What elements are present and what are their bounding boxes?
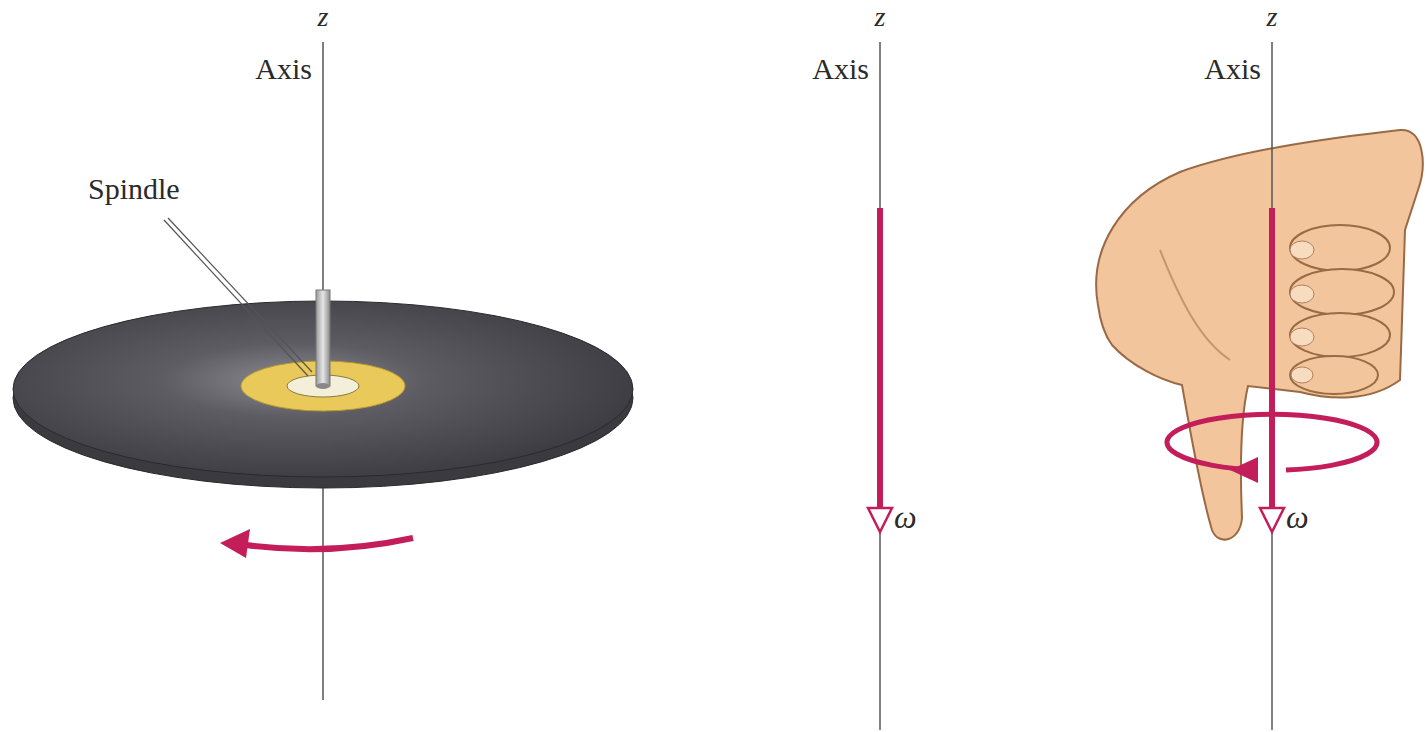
axis-label: Axis xyxy=(255,52,312,85)
vector-head xyxy=(868,508,892,532)
spindle-base xyxy=(316,383,330,389)
fingernail xyxy=(1290,285,1314,303)
leader-line xyxy=(168,218,312,372)
axis-name: z xyxy=(318,2,329,33)
finger xyxy=(1290,269,1394,315)
angular-velocity-vector xyxy=(1269,208,1275,508)
axis-line xyxy=(322,480,324,700)
vector-symbol: ω⃗ xyxy=(1286,500,1333,535)
fingernail xyxy=(1290,241,1314,259)
vector-symbol: ω⃗ xyxy=(894,500,941,535)
axis-label: Axis xyxy=(812,52,869,85)
finger xyxy=(1290,313,1390,357)
arrow-head xyxy=(220,529,250,558)
part-label: Spindle xyxy=(88,172,180,205)
vector-head xyxy=(1260,508,1284,532)
finger xyxy=(1290,225,1390,271)
arrow-head xyxy=(1230,457,1258,483)
spindle xyxy=(316,290,330,386)
axis-line xyxy=(1271,42,1273,730)
rotation-arrow xyxy=(246,538,413,549)
axis-label: Axis xyxy=(1204,52,1261,85)
fingernail xyxy=(1291,367,1313,383)
hand-crease xyxy=(1160,250,1230,360)
fingernail xyxy=(1290,328,1314,346)
axis-line xyxy=(322,42,324,300)
axis-line xyxy=(879,42,881,730)
axis-name: z xyxy=(875,2,886,33)
finger xyxy=(1290,356,1378,394)
right-hand xyxy=(1096,130,1422,540)
axis-name: z xyxy=(1267,2,1278,33)
curl-arrow xyxy=(1167,414,1377,470)
leader-line xyxy=(164,220,308,376)
angular-velocity-vector xyxy=(877,208,883,508)
